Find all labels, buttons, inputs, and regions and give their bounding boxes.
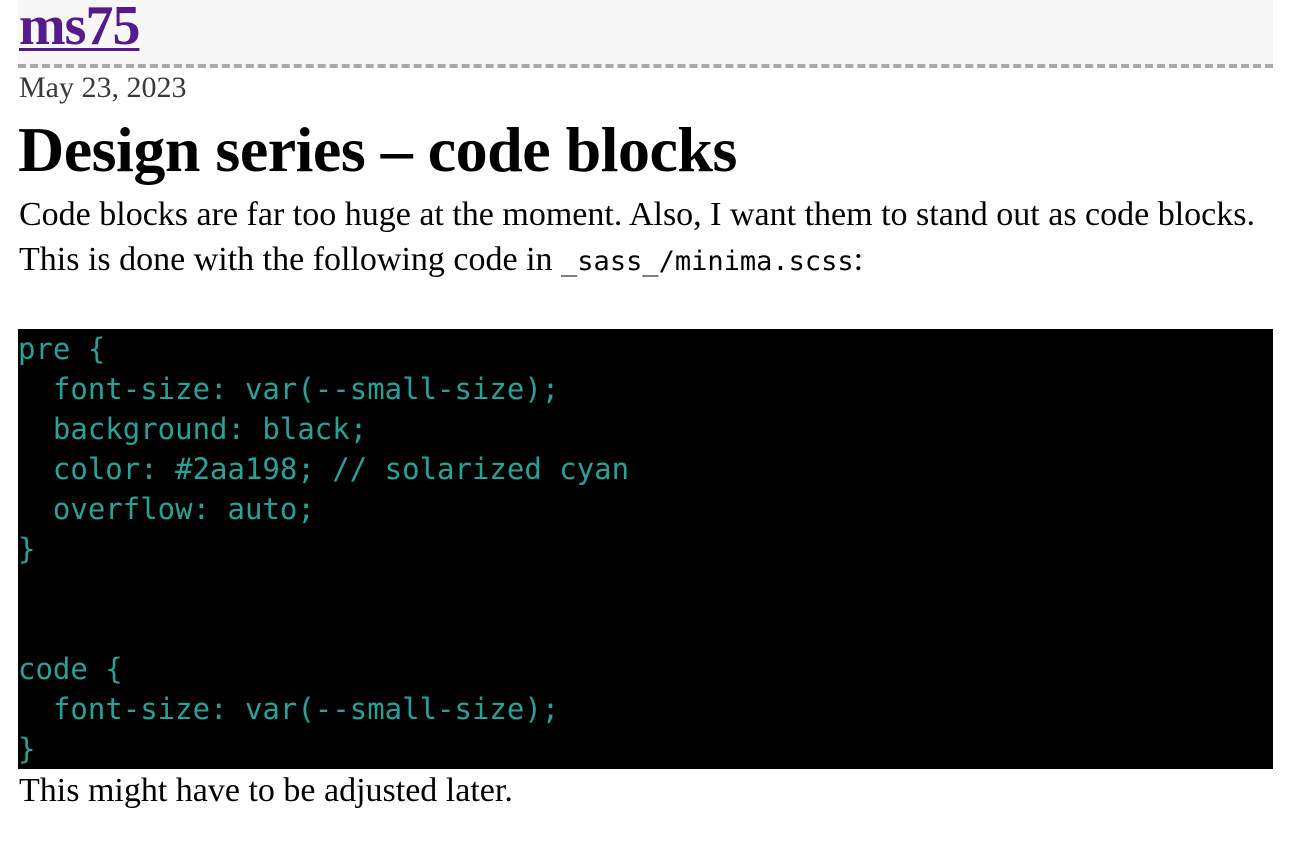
intro-text: Code blocks are far too huge at the mome… [19, 196, 1256, 278]
site-header: ms75 [18, 0, 1273, 68]
outro-paragraph: This might have to be adjusted later. [19, 772, 513, 809]
code-block: pre { font-size: var(--small-size); back… [18, 329, 1273, 769]
intro-paragraph: Code blocks are far too huge at the mome… [19, 192, 1269, 284]
intro-text-end: : [853, 241, 864, 278]
post-date: May 23, 2023 [19, 71, 187, 104]
site-title-link[interactable]: ms75 [19, 0, 140, 57]
post-title: Design series – code blocks [18, 114, 737, 185]
inline-code-path: _sass_/minima.scss [561, 246, 854, 277]
